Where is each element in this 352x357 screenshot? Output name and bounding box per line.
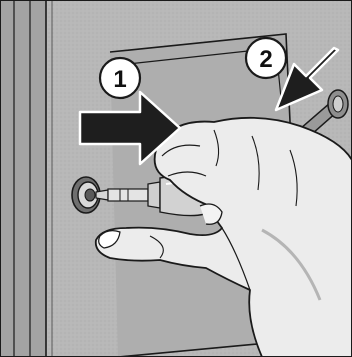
step-1-badge: 1 — [100, 58, 140, 98]
step-2-badge: 2 — [246, 38, 286, 78]
step-2-number: 2 — [259, 46, 272, 73]
step-1-number: 1 — [113, 66, 126, 93]
device-side-frame — [0, 0, 52, 357]
